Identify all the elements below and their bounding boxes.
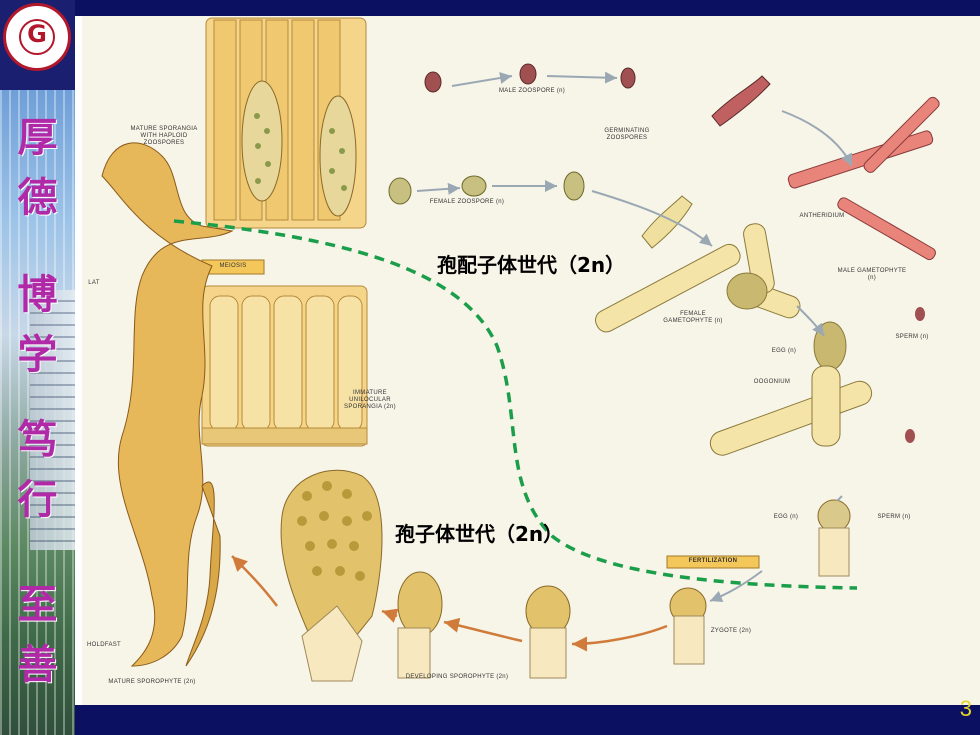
label-oogonium: OOGONIUM <box>753 379 791 385</box>
label-egg-2: EGG (n) <box>773 514 799 520</box>
motto-char-7: 至 <box>17 582 58 628</box>
germinating-filament <box>711 75 771 127</box>
label-meiosis: MEIOSIS <box>219 263 247 269</box>
female-gametophyte <box>595 223 801 333</box>
label-sperm-2: SPERM (n) <box>877 514 911 520</box>
arrow <box>546 71 618 84</box>
arrow <box>443 617 523 643</box>
arrow <box>709 570 763 602</box>
arrow <box>451 72 513 87</box>
sperm-cell-2 <box>905 429 915 443</box>
top-bar <box>75 0 980 16</box>
label-mature-sporangia: MATURE SPORANGIA WITH HAPLOID ZOOSPORES <box>130 126 198 147</box>
generation-boundary-line <box>173 219 858 590</box>
label-zygote: ZYGOTE (2n) <box>710 628 752 634</box>
bottom-bar <box>75 705 980 735</box>
label-holdfast: HOLDFAST <box>86 642 122 648</box>
female-zoospore <box>388 177 412 205</box>
male-gametophyte <box>787 96 940 261</box>
female-zoospore-2 <box>461 175 487 197</box>
motto-char-3: 博 <box>17 272 58 318</box>
motto-char-8: 善 <box>17 642 58 688</box>
sporophyte-generation-annotation: 孢子体世代（2n） <box>395 522 564 546</box>
arrow <box>231 555 278 607</box>
germinating-female-filament <box>641 195 693 249</box>
label-egg: EGG (n) <box>771 348 797 354</box>
motto-char-2: 德 <box>17 175 58 221</box>
sidebar: G 厚 德 博 学 笃 行 至 善 <box>0 0 75 735</box>
oogonium-filament <box>709 321 873 456</box>
campus-photo <box>0 90 75 735</box>
label-mature-sporophyte: MATURE SPOROPHYTE (2n) <box>108 679 196 685</box>
mature-sporangia-tissue <box>205 17 367 229</box>
zygote <box>669 587 707 665</box>
label-lat: LAT <box>88 280 100 286</box>
label-fertilization: FERTILIZATION <box>688 558 738 564</box>
arrow <box>571 624 668 652</box>
arrow <box>416 182 461 195</box>
motto-char-4: 学 <box>17 332 58 378</box>
arrow <box>836 495 843 502</box>
university-seal-icon: G <box>3 3 71 71</box>
label-germinating: GERMINATING ZOOSPORES <box>604 128 650 142</box>
label-female-zoospore: FEMALE ZOOSPORE (n) <box>429 199 505 205</box>
arrow <box>381 608 399 623</box>
motto-char-6: 行 <box>17 477 58 523</box>
arrow <box>796 305 825 337</box>
male-zoospore-2 <box>519 63 537 85</box>
sperm-cell <box>915 307 925 321</box>
label-male-zoospore: MALE ZOOSPORE (n) <box>498 88 566 94</box>
life-cycle-diagram <box>101 17 940 682</box>
label-developing-sporophyte: DEVELOPING SPOROPHYTE (2n) <box>405 674 509 680</box>
young-kelp-blade <box>185 481 221 667</box>
gametophyte-generation-annotation: 孢配子体世代（2n） <box>437 253 626 277</box>
label-antheridium: ANTHERIDIUM <box>799 213 845 219</box>
immature-sporangia-tissue <box>201 285 368 447</box>
label-immature: IMMATURE UNILOCULAR SPORANGIA (2n) <box>344 390 396 411</box>
germinating-male-zoospore <box>620 67 636 89</box>
developing-sporophyte-1 <box>397 571 443 679</box>
label-female-gametophyte: FEMALE GAMETOPHYTE (n) <box>663 311 723 325</box>
arrow <box>591 190 713 247</box>
fertilization-banner <box>666 555 760 569</box>
motto-char-1: 厚 <box>17 115 58 161</box>
motto-char-5: 笃 <box>17 417 58 463</box>
male-zoospore <box>424 71 442 93</box>
arrow <box>781 110 853 167</box>
mature-sporophyte <box>101 142 234 667</box>
label-male-gametophyte: MALE GAMETOPHYTE (n) <box>837 268 907 282</box>
germinating-female-zoospore <box>563 171 585 201</box>
developing-sporophyte-large <box>280 469 383 682</box>
label-sperm: SPERM (n) <box>895 334 929 340</box>
building-image <box>30 290 75 550</box>
page-number: 3 <box>959 696 972 721</box>
developing-sporophyte-2 <box>525 585 571 679</box>
life-cycle-figure: MATURE SPORANGIA WITH HAPLOID ZOOSPORES … <box>82 16 980 705</box>
egg-with-sperm <box>817 499 851 577</box>
